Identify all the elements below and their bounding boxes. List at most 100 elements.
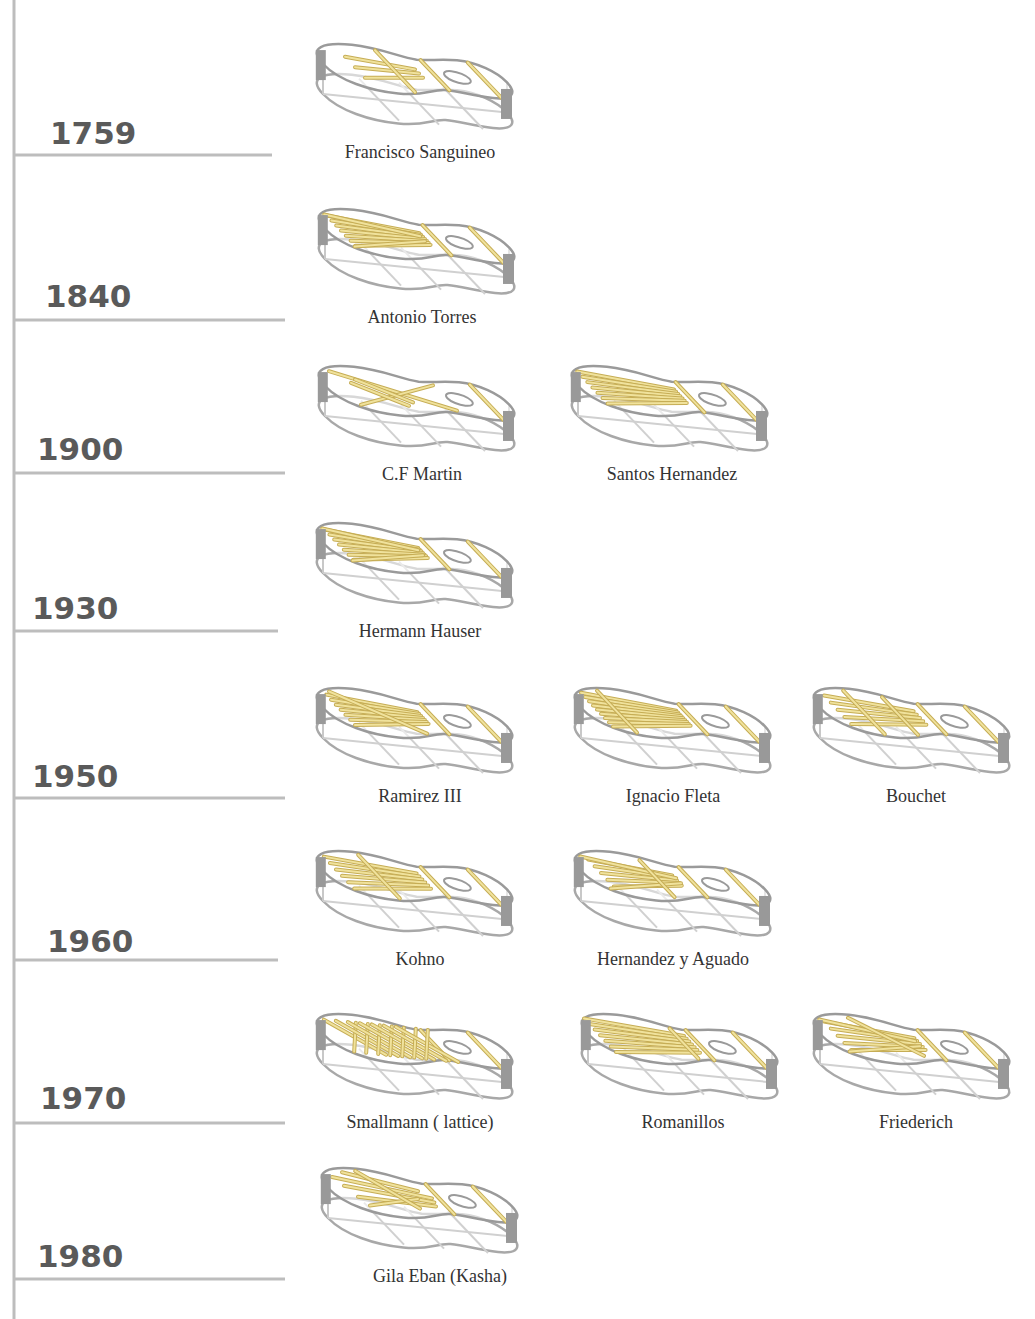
brace-highlight — [324, 214, 420, 236]
tick-line — [15, 630, 278, 633]
neck-block — [501, 1059, 512, 1089]
guitar-figure — [565, 1010, 795, 1107]
brace — [468, 63, 502, 98]
brace-highlight — [375, 50, 415, 92]
brace-highlight — [468, 542, 502, 577]
brace — [322, 528, 418, 550]
luthier-name: Antonio Torres — [368, 308, 477, 328]
tail-block — [316, 50, 326, 80]
brace — [599, 394, 696, 412]
timeline-axis — [13, 0, 16, 1319]
guitar-top — [302, 205, 532, 272]
brace-highlight — [604, 717, 699, 735]
brace — [351, 383, 409, 406]
brace — [639, 860, 674, 897]
brace — [843, 691, 885, 735]
tail-block — [318, 215, 328, 245]
brace — [421, 60, 450, 90]
guitar-top — [555, 362, 785, 429]
brace-highlight — [670, 1028, 699, 1058]
brace — [342, 1172, 418, 1191]
brace — [375, 50, 415, 92]
guitar-top — [305, 1164, 535, 1231]
tail-block — [574, 694, 584, 724]
brace — [358, 855, 400, 899]
guitar-figure — [302, 362, 532, 459]
brace — [384, 1026, 446, 1061]
guitar-figure — [797, 684, 1027, 781]
luthier-name: C.F Martin — [382, 465, 462, 485]
year-label: 1980 — [37, 1241, 123, 1272]
brace — [329, 371, 457, 410]
brace-highlight — [473, 1187, 507, 1222]
tail-block — [813, 1020, 823, 1050]
guitar-figure — [558, 684, 788, 781]
brace — [965, 1033, 999, 1068]
guitar-figure — [300, 1010, 530, 1107]
brace-highlight — [848, 1018, 924, 1056]
top-outline — [555, 362, 785, 429]
luthier-name: Gila Eban (Kasha) — [373, 1267, 507, 1287]
guitar-group — [300, 40, 1027, 1261]
brace-highlight — [882, 697, 918, 735]
top-outline — [305, 1164, 535, 1231]
neck-block — [501, 896, 512, 926]
tail-block — [316, 857, 326, 887]
brace-highlight — [421, 60, 450, 90]
neck-block — [759, 733, 770, 763]
luthier-name: Ignacio Fleta — [626, 787, 720, 807]
tick-line — [15, 959, 278, 962]
luthier-name: Hermann Hauser — [359, 622, 481, 642]
brace — [598, 875, 694, 897]
brace-highlight — [358, 855, 400, 899]
brace-highlight — [468, 707, 502, 742]
luthier-name: Friederich — [879, 1113, 953, 1133]
brace-highlight — [333, 375, 461, 414]
top-outline — [300, 684, 530, 751]
brace-highlight — [470, 228, 504, 263]
guitar-figure — [558, 847, 788, 944]
tick-line — [15, 319, 285, 322]
year-label: 1900 — [37, 434, 123, 465]
guitar-figure — [555, 362, 785, 459]
neck-block — [501, 568, 512, 598]
brace-highlight — [384, 1026, 446, 1061]
brace — [726, 870, 760, 905]
tick-line — [15, 1278, 285, 1281]
brace — [844, 716, 934, 732]
brace-highlight — [468, 1033, 502, 1068]
brace — [597, 691, 637, 733]
guitar-figure — [302, 205, 532, 302]
brace — [670, 1028, 699, 1058]
top-outline — [302, 205, 532, 272]
brace — [329, 692, 427, 734]
guitar-top — [565, 1010, 795, 1077]
guitar-figure — [300, 519, 530, 616]
guitar-top — [300, 40, 530, 107]
neck-block — [503, 411, 514, 441]
luthier-name: Bouchet — [886, 787, 946, 807]
brace-highlight — [965, 1033, 999, 1068]
brace — [396, 1027, 458, 1062]
guitar-top — [302, 362, 532, 429]
brace-highlight — [329, 692, 427, 734]
brace-highlight — [918, 704, 947, 734]
brace — [355, 380, 413, 403]
neck-block — [766, 1059, 777, 1089]
guitar-top — [797, 684, 1027, 751]
brace-highlight — [355, 380, 413, 403]
brace-highlight — [843, 691, 885, 735]
brace-highlight — [726, 707, 760, 742]
tail-block — [318, 372, 328, 402]
brace — [723, 385, 757, 420]
brace-highlight — [396, 1027, 458, 1062]
brace-highlight — [355, 67, 419, 73]
brace-highlight — [723, 385, 757, 420]
brace-highlight — [599, 394, 696, 412]
brace-highlight — [679, 867, 708, 897]
top-outline — [797, 684, 1027, 751]
brace — [679, 867, 708, 897]
brace — [340, 547, 436, 569]
brace-highlight — [322, 528, 418, 550]
guitar-top — [300, 847, 530, 914]
